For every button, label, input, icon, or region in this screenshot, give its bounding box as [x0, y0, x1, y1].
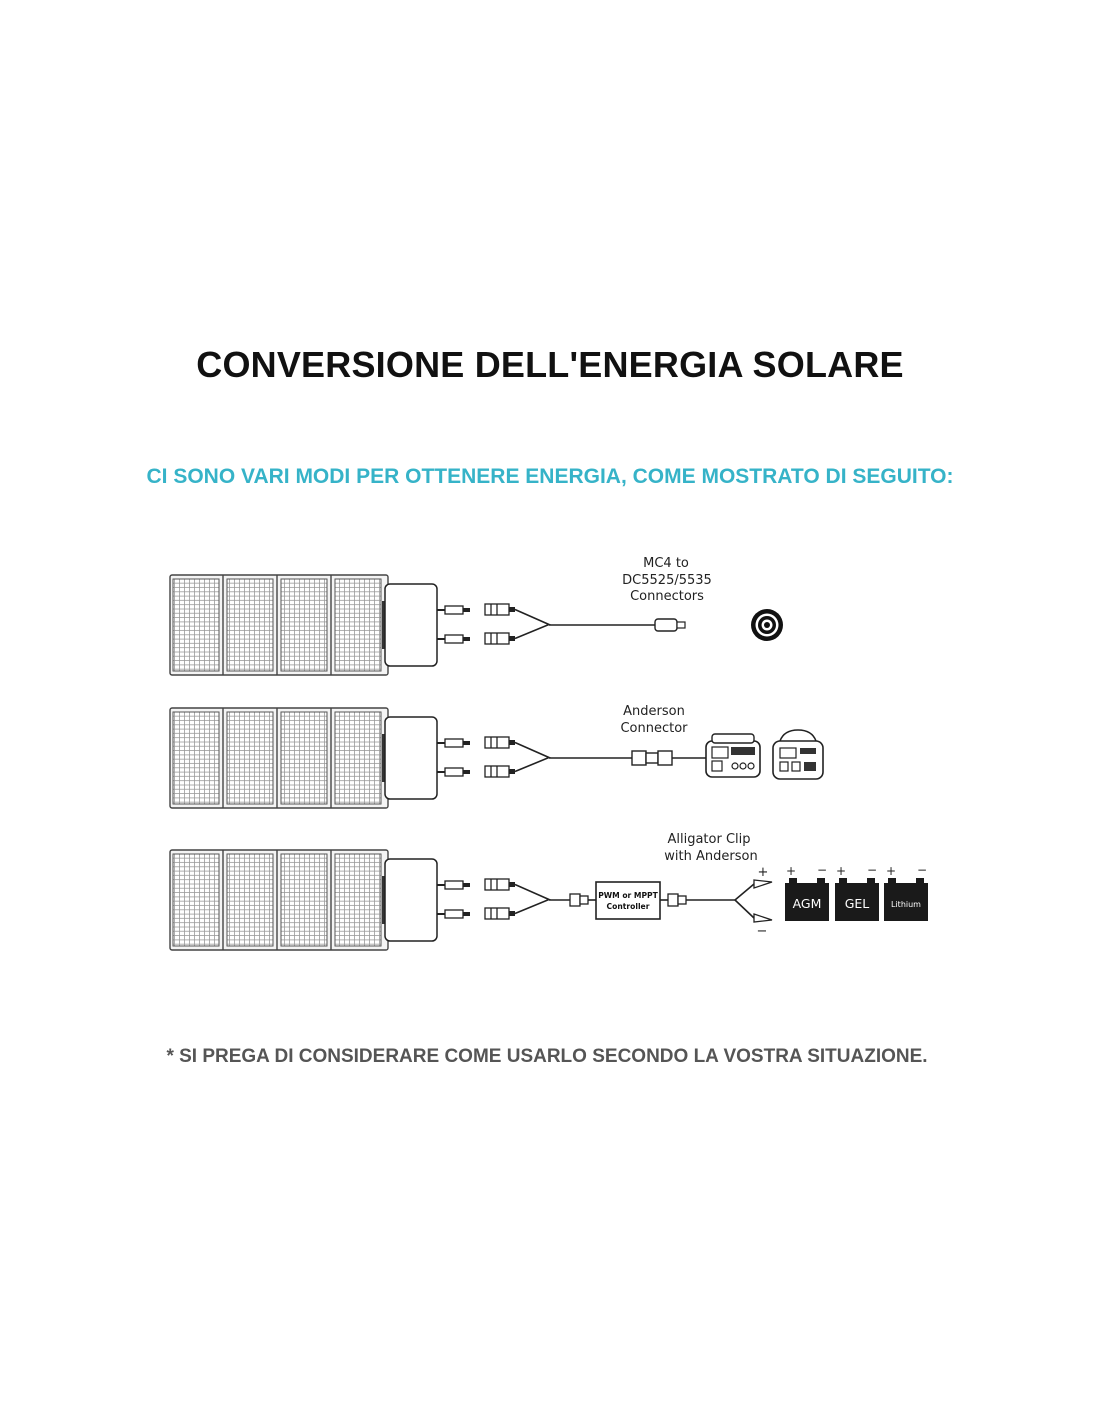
row-2-label-line-2: Connector [620, 721, 688, 736]
battery-lithium-minus: − [917, 863, 927, 877]
clip-minus-sign: − [757, 924, 768, 939]
battery-gel-icon: + − GEL [835, 863, 879, 921]
page-title: CONVERSIONE DELL'ENERGIA SOLARE [196, 344, 904, 385]
row-2-label-line-1: Anderson [623, 704, 685, 719]
battery-gel-plus: + [836, 864, 846, 878]
controller-label-line-1: PWM or MPPT [598, 891, 658, 900]
solar-panel-icon [169, 574, 550, 676]
portable-power-station-icon [705, 733, 761, 778]
row-3-label-line-2: with Anderson [664, 849, 757, 864]
battery-gel-label: GEL [845, 896, 870, 911]
row-dc-connectors: MC4 to DC5525/5535 Connectors [169, 556, 783, 676]
row-3-label-line-1: Alligator Clip [667, 832, 750, 847]
row-1-label-line-1: MC4 to [643, 556, 689, 571]
footnote: * SI PREGA DI CONSIDERARE COME USARLO SE… [166, 1046, 928, 1067]
battery-agm-icon: + − AGM [785, 863, 829, 921]
power-station-icon [772, 729, 824, 780]
alligator-clip-icon [753, 879, 773, 923]
battery-agm-minus: − [817, 863, 827, 877]
row-3-cable-in [549, 893, 596, 907]
row-1-label-line-2: DC5525/5535 [622, 573, 712, 588]
page-subtitle: CI SONO VARI MODI PER OTTENERE ENERGIA, … [146, 465, 954, 488]
solar-panel-icon [169, 849, 550, 951]
clip-plus-sign: + [758, 865, 769, 880]
battery-lithium-plus: + [886, 864, 896, 878]
row-1-label-line-3: Connectors [630, 589, 704, 604]
row-anderson: Anderson Connector [169, 704, 824, 809]
battery-agm-plus: + [786, 864, 796, 878]
dc-barrel-jack-icon [751, 609, 783, 641]
row-3-cable-out [660, 883, 755, 919]
battery-lithium-label: Lithium [891, 900, 921, 909]
solar-panel-icon [169, 707, 550, 809]
controller-label-line-2: Controller [607, 902, 650, 911]
battery-lithium-icon: + − Lithium [884, 863, 928, 921]
battery-gel-minus: − [867, 863, 877, 877]
row-alligator: PWM or MPPT Controller Alligator Clip wi… [169, 832, 928, 951]
row-1-cable [549, 618, 686, 632]
charge-controller-box: PWM or MPPT Controller [595, 881, 661, 920]
battery-agm-label: AGM [793, 896, 822, 911]
row-2-cable [549, 750, 706, 766]
